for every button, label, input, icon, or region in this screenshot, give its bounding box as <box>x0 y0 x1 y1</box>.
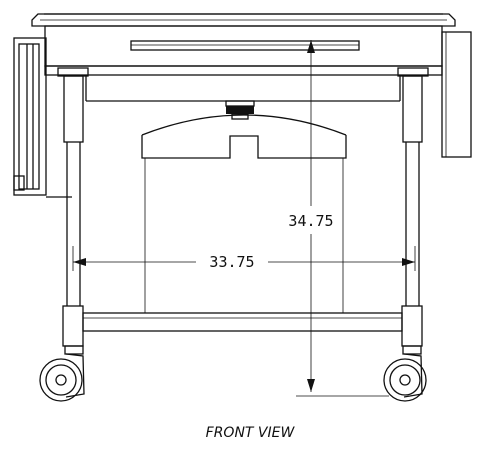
cabinet-body <box>44 25 443 102</box>
top-lid <box>31 13 456 27</box>
right-side-box <box>441 31 472 158</box>
width-dimension: 33.75 <box>72 246 416 271</box>
left-leg <box>57 67 89 347</box>
left-caster <box>39 345 85 402</box>
height-dimension: 34.75 <box>288 40 389 397</box>
bottom-shelf <box>82 312 403 332</box>
width-dimension-label: 33.75 <box>209 253 254 271</box>
right-leg <box>397 67 429 347</box>
left-side-panel <box>13 37 72 198</box>
height-dimension-label: 34.75 <box>288 212 333 230</box>
center-bracket <box>141 100 347 313</box>
view-caption: FRONT VIEW <box>205 425 295 441</box>
right-caster <box>383 345 427 402</box>
